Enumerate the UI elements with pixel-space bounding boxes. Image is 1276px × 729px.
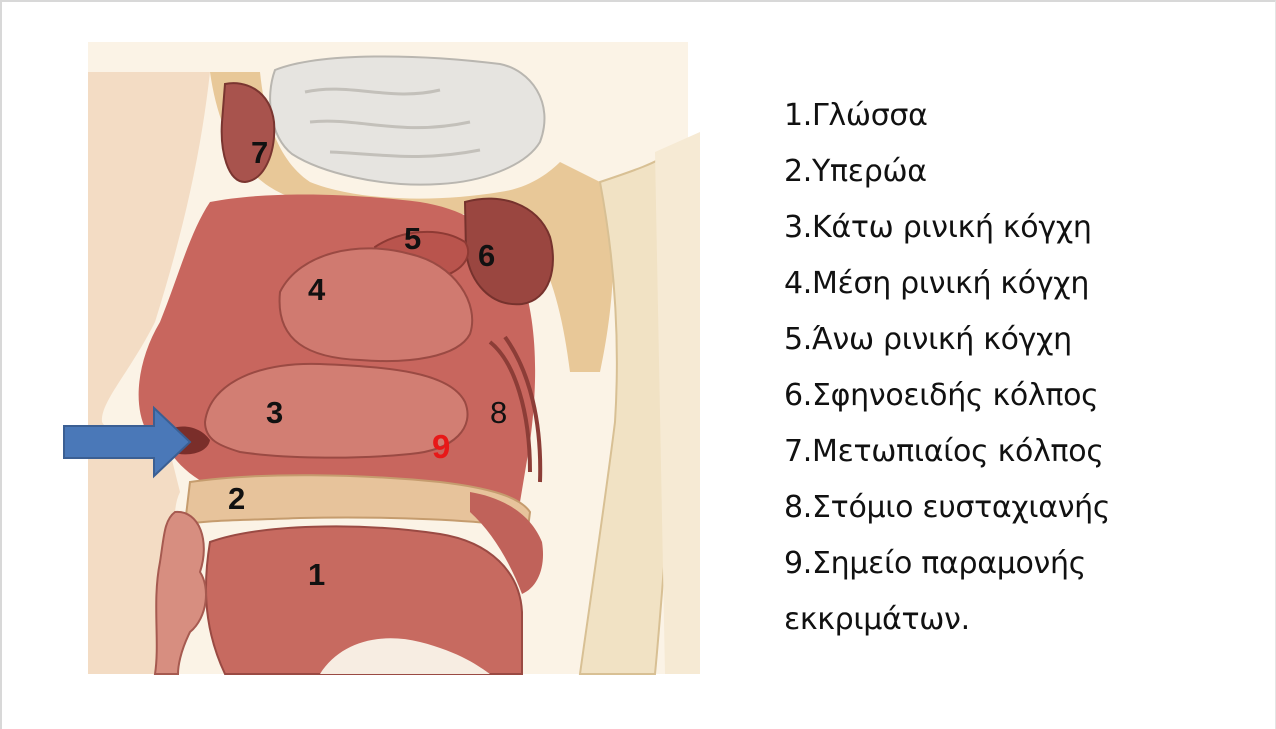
legend-list: 1.Γλώσσα 2.Υπερώα 3.Κάτω ρινική κόγχη 4.…: [784, 88, 1254, 648]
callout-8: 8: [490, 397, 507, 428]
legend-item-frontal-sinus: 7.Μετωπιαίος κόλπος: [784, 424, 1254, 480]
legend-item-sphenoid-sinus: 6.Σφηνοειδής κόλπος: [784, 368, 1254, 424]
callout-2: 2: [228, 483, 245, 514]
legend-item-palate: 2.Υπερώα: [784, 144, 1254, 200]
callout-7: 7: [251, 137, 268, 168]
legend-item-middle-turbinate: 4.Μέση ρινική κόγχη: [784, 256, 1254, 312]
anatomy-drawing: [60, 42, 700, 682]
nasal-cavity-illustration: 7 5 6 4 3 8 9 2 1: [60, 42, 700, 682]
legend-item-secretion-point-cont: εκκριμάτων.: [784, 592, 1254, 648]
callout-6: 6: [478, 240, 495, 271]
legend-item-secretion-point: 9.Σημείο παραμονής: [784, 536, 1254, 592]
legend-item-eustachian-orifice: 8.Στόμιο ευσταχιανής: [784, 480, 1254, 536]
callout-1: 1: [308, 559, 325, 590]
callout-9: 9: [432, 430, 450, 463]
inferior-turbinate: [205, 364, 468, 458]
legend-item-superior-turbinate: 5.Άνω ρινική κόγχη: [784, 312, 1254, 368]
legend-item-tongue: 1.Γλώσσα: [784, 88, 1254, 144]
callout-5: 5: [404, 223, 421, 254]
legend-item-inferior-turbinate: 3.Κάτω ρινική κόγχη: [784, 200, 1254, 256]
callout-4: 4: [308, 274, 325, 305]
callout-3: 3: [266, 397, 283, 428]
